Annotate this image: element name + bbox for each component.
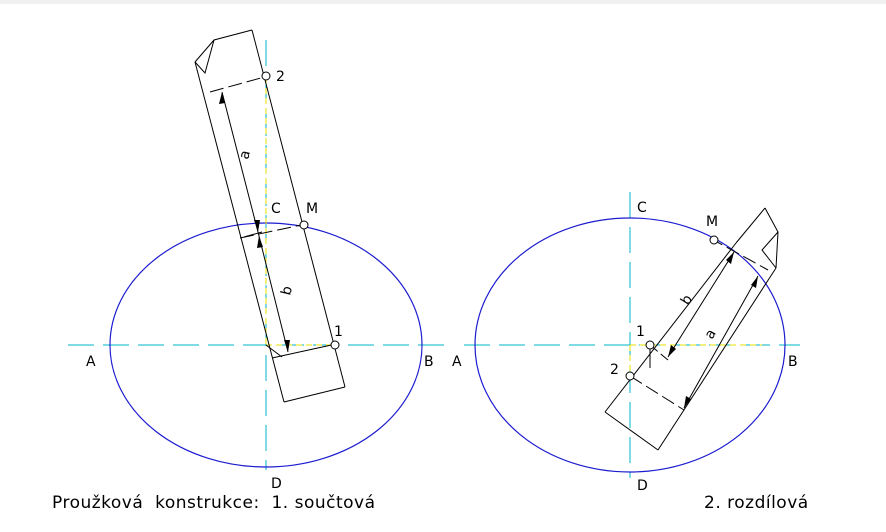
right-strip-bottom (604, 411, 659, 451)
right-strip-top-left (735, 207, 766, 244)
right-point-2 (625, 371, 635, 381)
caption-right: 2. rozdílová (704, 493, 809, 513)
left-label-a-vertex: A (86, 354, 96, 370)
right-mark-2-line (629, 375, 685, 411)
right-dim-b-label: b (678, 292, 696, 308)
right-label-1: 1 (636, 324, 645, 340)
left-dim-b-arrow-bottom (284, 340, 290, 352)
left-strip-fold (194, 39, 215, 75)
left-strip-bottom (283, 386, 346, 403)
left-point-m (299, 220, 309, 230)
left-mark-2-line (209, 75, 269, 93)
left-label-b-vertex: B (424, 354, 434, 370)
left-dim-b-label: b (278, 284, 296, 297)
top-rule (0, 0, 886, 4)
right-label-b-vertex: B (788, 354, 798, 370)
right-label-2: 2 (610, 362, 619, 378)
left-label-m: M (306, 201, 318, 217)
left-strip-left-edge (194, 61, 285, 403)
right-label-m: M (706, 214, 718, 230)
right-dim-b-arrow-top (726, 252, 734, 264)
right-dim-a-arrow-top (751, 276, 758, 288)
right-strip-left-edge (604, 242, 737, 413)
left-label-c-vertex: C (271, 201, 281, 217)
left-tick-m (243, 231, 263, 238)
right-mark-m-line (709, 237, 769, 271)
left-strip-crossline (271, 343, 337, 359)
left-mark-m-line (239, 223, 307, 239)
left-point-2 (261, 71, 271, 81)
right-dim-a-arrow-bottom (684, 396, 691, 408)
left-dim-a-arrow-top (219, 92, 225, 104)
right-dim-a-line (683, 275, 759, 409)
right-label-a-vertex: A (452, 354, 462, 370)
caption-left: Proužková konstrukce: 1. součtová (52, 493, 376, 513)
left-dim-a-arrow-bottom (254, 220, 260, 232)
right-figure: A B C D M 1 2 b a (452, 192, 800, 494)
right-label-c-vertex: C (637, 200, 647, 216)
right-strip-right-edge (657, 267, 777, 451)
left-strip-right-edge (251, 29, 346, 388)
right-dim-a-label: a (702, 327, 720, 342)
right-point-1 (645, 340, 655, 350)
left-paper-strip (194, 29, 346, 403)
right-ellipse (474, 217, 786, 473)
left-dim-a-label: a (236, 149, 254, 161)
right-label-d-vertex: D (637, 478, 648, 494)
right-paper-strip (604, 207, 779, 451)
right-point-m (709, 235, 719, 245)
right-dim-b-arrow-bottom (668, 345, 676, 357)
left-dim-b-line (257, 231, 289, 353)
left-label-d-vertex: D (271, 476, 282, 492)
left-label-2: 2 (276, 69, 285, 85)
left-dim-b-arrow-top (257, 236, 263, 248)
right-dim-b-line (667, 251, 735, 358)
left-point-1 (330, 340, 340, 350)
right-strip-top (764, 207, 779, 269)
left-figure: A B C D M 1 2 a b (68, 29, 450, 492)
left-dim-a-line (221, 91, 259, 233)
right-strip-fold (761, 231, 779, 269)
left-label-1: 1 (334, 324, 343, 340)
left-strip-origin-mark (265, 344, 283, 358)
left-strip-top (194, 29, 253, 63)
